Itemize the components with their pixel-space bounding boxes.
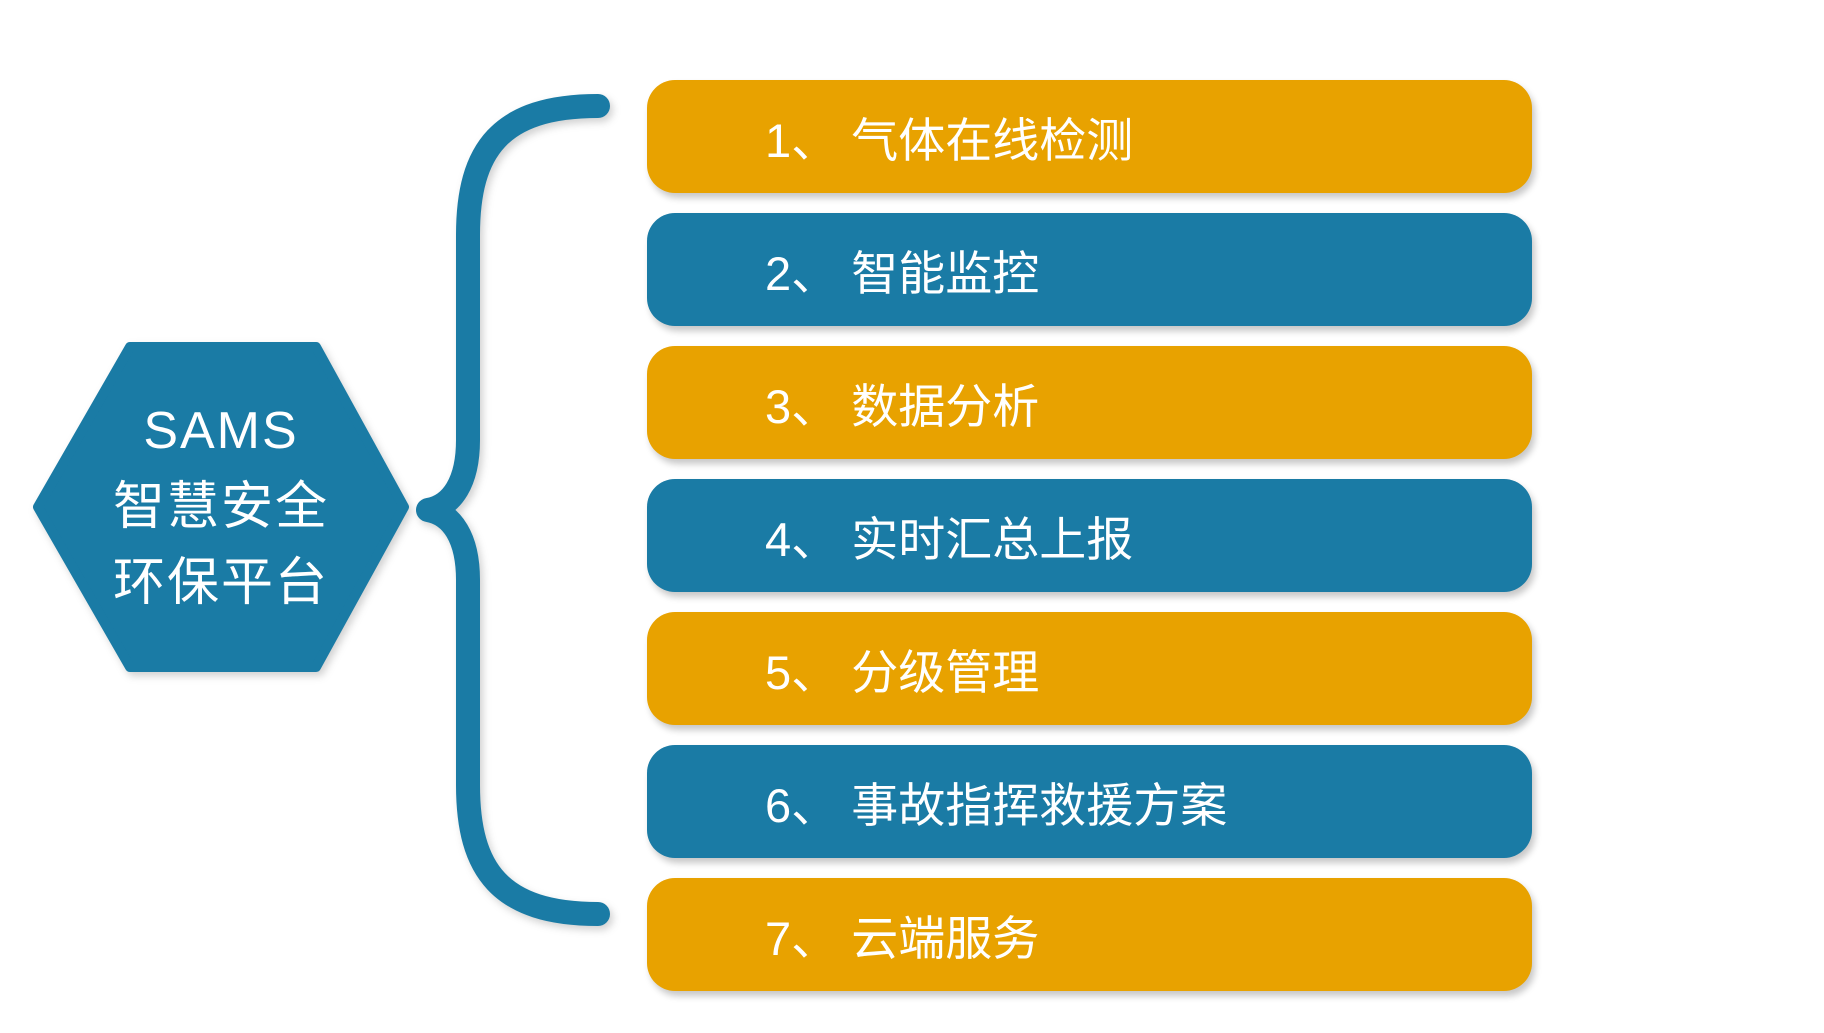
platform-title-line: 智慧安全 — [112, 478, 329, 536]
feature-bar-5: 5、 分级管理 — [647, 612, 1532, 725]
feature-bar-label: 1、 气体在线检测 — [765, 114, 1134, 167]
feature-bar-4: 4、 实时汇总上报 — [647, 479, 1532, 592]
feature-bar-label: 3、 数据分析 — [765, 380, 1040, 433]
feature-bar-3: 3、 数据分析 — [647, 346, 1532, 459]
hexagon-shape — [38, 347, 404, 667]
feature-bar-1: 1、 气体在线检测 — [647, 80, 1532, 193]
platform-title: SAMS 智慧安全 环保平台 — [38, 357, 404, 657]
feature-bar-label: 5、 分级管理 — [765, 646, 1040, 699]
feature-bar-label: 7、 云端服务 — [765, 912, 1040, 965]
hexagon-shape-outline — [33, 342, 409, 672]
feature-bar-label: 2、 智能监控 — [765, 247, 1040, 300]
platform-title-line: SAMS — [143, 402, 299, 460]
feature-bar-label: 4、 实时汇总上报 — [765, 513, 1134, 566]
feature-bar-7: 7、 云端服务 — [647, 878, 1532, 991]
feature-bar-label: 6、 事故指挥救援方案 — [765, 779, 1228, 832]
feature-bar-2: 2、 智能监控 — [647, 213, 1532, 326]
curly-brace — [416, 94, 610, 926]
platform-title-line: 环保平台 — [112, 554, 329, 612]
feature-bar-6: 6、 事故指挥救援方案 — [647, 745, 1532, 858]
